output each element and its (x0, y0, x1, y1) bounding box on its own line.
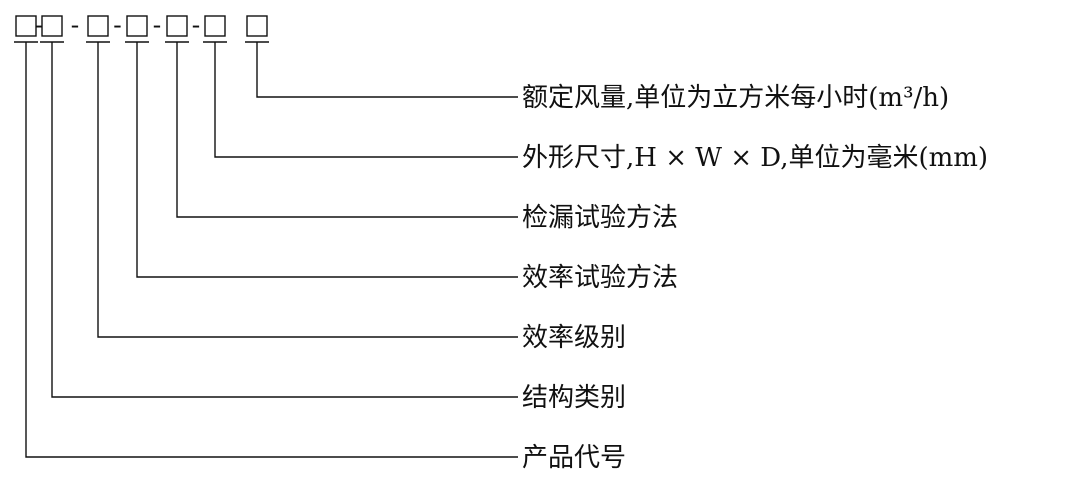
field-label-leak-test-method: 检漏试验方法 (522, 203, 678, 233)
field-label-efficiency-test-method: 效率试验方法 (522, 263, 678, 293)
leader-line-rated-airflow (256, 42, 518, 98)
leader-line-efficiency-class (97, 42, 518, 338)
code-separator: - (192, 11, 201, 39)
code-box-1 (15, 15, 37, 37)
code-box-5 (166, 15, 188, 37)
leader-line-structure-type (51, 42, 518, 398)
field-label-efficiency-class: 效率级别 (522, 323, 626, 353)
code-separator: - (113, 11, 122, 39)
code-separator: - (35, 11, 44, 39)
field-label-product-code: 产品代号 (522, 443, 626, 473)
field-label-dimensions: 外形尺寸,H × W × D,单位为毫米(mm) (522, 143, 988, 173)
field-label-structure-type: 结构类别 (522, 383, 626, 413)
code-separators: ----- (35, 11, 201, 39)
code-separator: - (153, 11, 162, 39)
field-label-rated-airflow: 额定风量,单位为立方米每小时(m³/h) (522, 83, 949, 113)
leader-line-efficiency-test-method (136, 42, 518, 278)
code-box-4 (126, 15, 148, 37)
leader-line-leak-test-method (176, 42, 518, 218)
code-box-2 (41, 15, 63, 37)
field-labels: 额定风量,单位为立方米每小时(m³/h) 外形尺寸,H × W × D,单位为毫米… (522, 83, 988, 473)
code-box-7 (246, 15, 268, 37)
leader-lines (25, 42, 518, 458)
code-separator: - (71, 11, 80, 39)
code-box-6 (204, 15, 226, 37)
leader-line-product-code (25, 42, 518, 458)
code-box-3 (87, 15, 109, 37)
leader-line-dimensions (214, 42, 518, 158)
code-boxes (14, 15, 269, 43)
